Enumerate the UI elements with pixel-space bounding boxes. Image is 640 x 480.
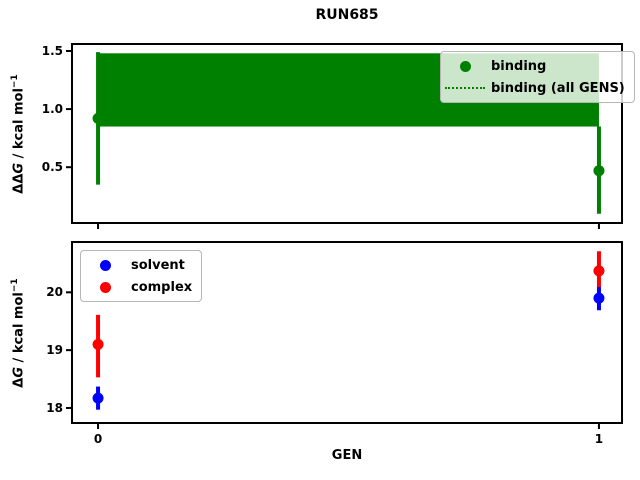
tick-label: 20 xyxy=(46,285,63,300)
x-axis-label: GEN xyxy=(331,448,363,463)
legend-handle xyxy=(445,87,485,89)
legend-entry-complex: complex xyxy=(85,276,192,298)
bottom-legend: solvent complex xyxy=(80,250,203,302)
legend-label: binding (all GENS) xyxy=(491,80,625,96)
solvent-marker xyxy=(593,292,605,304)
complex-marker xyxy=(92,338,104,350)
complex-marker xyxy=(593,265,605,277)
y-label-var: G xyxy=(11,366,27,378)
chart-title: RUN685 xyxy=(315,7,379,23)
binding-marker xyxy=(92,112,104,124)
axes-spines xyxy=(71,43,623,224)
dotted-line-icon xyxy=(445,87,485,89)
y-label-text: Δ xyxy=(11,377,27,388)
legend-entry-solvent: solvent xyxy=(85,254,192,276)
tick-label: 0 xyxy=(93,432,103,446)
solvent-marker xyxy=(92,392,104,404)
tick-label: 1.0 xyxy=(41,102,63,117)
legend-entry-binding: binding xyxy=(445,55,625,77)
legend-label: solvent xyxy=(131,257,185,273)
legend-handle xyxy=(85,281,125,293)
legend-handle xyxy=(85,259,125,271)
tick-label: 0.5 xyxy=(41,160,63,175)
tick-label: 1.5 xyxy=(41,43,63,58)
complex-marker-icon xyxy=(99,281,111,293)
legend-label: binding xyxy=(491,58,547,74)
tick-label: 19 xyxy=(46,343,63,358)
tick-label: 1 xyxy=(594,432,604,446)
solvent-marker-icon xyxy=(99,259,111,271)
legend-entry-binding-all-gens: binding (all GENS) xyxy=(445,77,625,99)
binding-marker xyxy=(593,165,605,177)
y-label-text: ΔΔ xyxy=(11,173,27,194)
y-label-sup: −1 xyxy=(10,74,20,89)
axes-spines xyxy=(71,241,623,424)
binding-marker-icon xyxy=(459,60,471,72)
tick-label: 18 xyxy=(46,400,63,415)
legend-handle xyxy=(445,60,485,72)
legend-label: complex xyxy=(131,279,193,295)
top-legend: binding binding (all GENS) xyxy=(440,51,635,103)
